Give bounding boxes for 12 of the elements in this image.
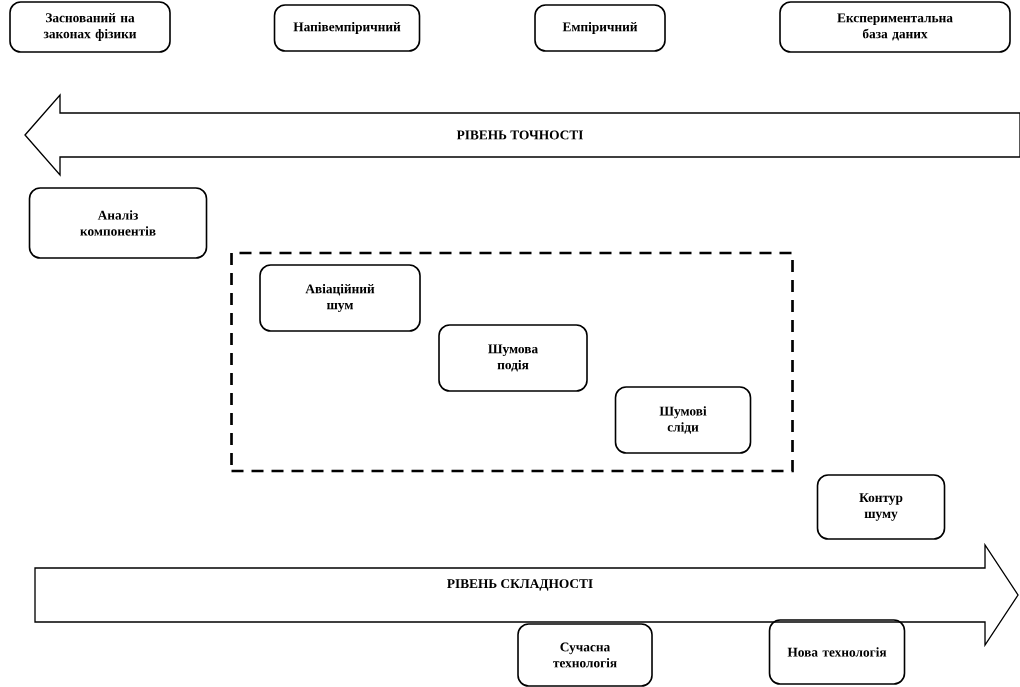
rounded-box: Емпіричний [534, 4, 666, 52]
rounded-box: Нова технологія [768, 619, 906, 685]
rounded-box: Авіаційний шум [259, 264, 421, 332]
rounded-box: Напівемпіричний [273, 4, 421, 52]
dashed-frame [230, 251, 794, 473]
rounded-box: Аналіз компонентів [28, 187, 208, 259]
rounded-box: Заснований на законах фізики [9, 1, 171, 53]
rounded-box: Шумові сліди [614, 386, 752, 454]
rounded-box: Експериментальна база даних [779, 1, 1011, 53]
rounded-box: Контур шуму [816, 474, 946, 540]
rounded-box: Шумова подія [438, 324, 588, 392]
rounded-box: Сучасна технологія [517, 623, 653, 687]
